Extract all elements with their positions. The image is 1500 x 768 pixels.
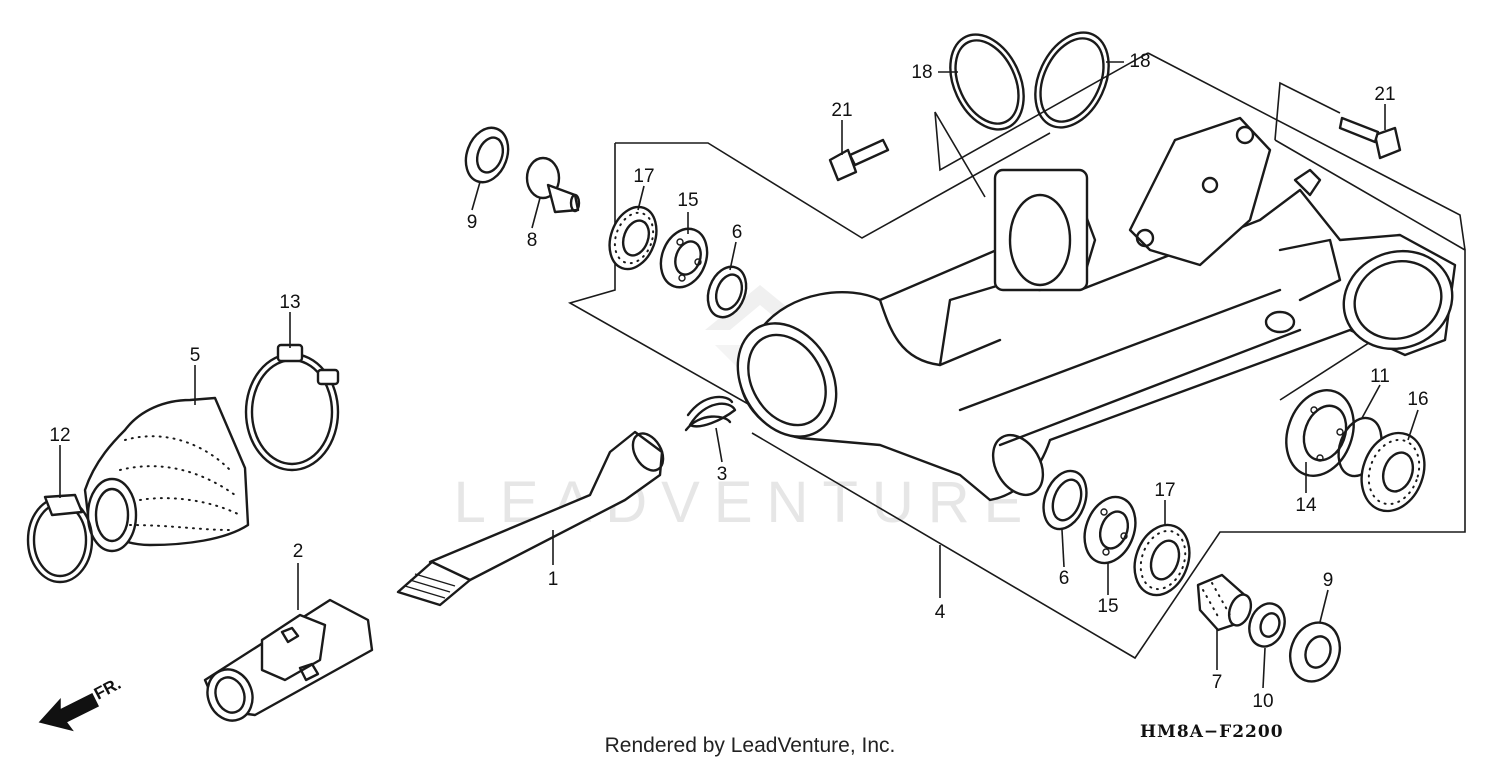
front-direction-marker: FR.: [38, 674, 124, 732]
spring: [684, 395, 737, 432]
callout-3: 3: [717, 464, 728, 485]
bolt-21-left: [828, 138, 890, 182]
callout-21-right: 21: [1374, 84, 1395, 105]
callout-8: 8: [527, 230, 538, 251]
callout-7: 7: [1212, 672, 1223, 693]
o-ring-18-right: [1034, 31, 1110, 129]
callout-18-left: 18: [911, 62, 932, 83]
universal-joint: [203, 598, 374, 722]
callout-9-top: 9: [467, 212, 478, 233]
pivot-bolt-8: [525, 156, 581, 214]
callout-10: 10: [1252, 691, 1273, 712]
callout-14: 14: [1295, 495, 1317, 516]
callout-9-bottom: 9: [1323, 570, 1334, 591]
front-arrow-icon: [38, 692, 100, 732]
callout-labels: 1 2 3 4 5 6 6 7 8 9 9 10 11 12 13 14 15 …: [49, 51, 1428, 712]
callout-5: 5: [190, 345, 201, 366]
seal-16: [1360, 431, 1426, 513]
bolt-21-right: [1338, 116, 1402, 160]
callout-6-bottom: 6: [1059, 568, 1070, 589]
cap-6-top: [706, 265, 748, 319]
cap-6-bottom: [1042, 469, 1088, 531]
callout-12: 12: [49, 425, 70, 446]
front-label: FR.: [91, 674, 124, 704]
lock-nut-9-top: [464, 126, 510, 184]
callout-16: 16: [1407, 389, 1428, 410]
assembly-outline-lines: [567, 52, 1466, 660]
seal-17-bottom: [1133, 523, 1191, 597]
boot-band-13: [244, 343, 340, 472]
callout-4: 4: [935, 602, 946, 623]
callout-17-bottom: 17: [1154, 480, 1175, 501]
callout-17-top: 17: [633, 166, 654, 187]
callout-15-top: 15: [677, 190, 698, 211]
drive-shaft: [396, 430, 665, 607]
callout-21-left: 21: [831, 100, 852, 121]
boot-band-12: [26, 493, 94, 584]
callout-1: 1: [548, 569, 559, 590]
callout-6-top: 6: [732, 222, 743, 243]
callout-leaders: [59, 61, 1419, 689]
bearing-15-top: [659, 227, 709, 289]
callout-11: 11: [1370, 366, 1390, 387]
callout-2: 2: [293, 541, 304, 562]
boot: [83, 396, 250, 553]
diagram-code: HM8A−F2200: [1140, 722, 1284, 742]
boot-7: [1196, 573, 1253, 632]
bearing-15-bottom: [1083, 495, 1137, 565]
credit-text: Rendered by LeadVenture, Inc.: [604, 734, 896, 757]
o-ring-18-left: [949, 33, 1025, 131]
callout-18-right: 18: [1129, 51, 1150, 72]
callout-15-bottom: 15: [1097, 596, 1118, 617]
lock-washer-10: [1248, 602, 1286, 648]
bearing-14: [1285, 389, 1355, 477]
lock-nut-9-bottom: [1289, 621, 1341, 683]
seal-17-top: [608, 205, 658, 271]
callout-13: 13: [279, 292, 300, 313]
swingarm: [736, 116, 1457, 502]
